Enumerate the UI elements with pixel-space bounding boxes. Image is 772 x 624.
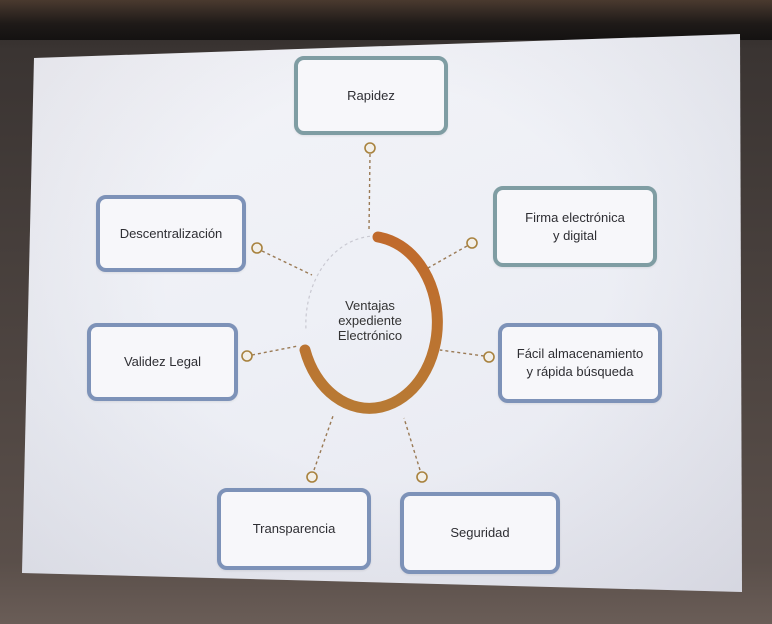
connector-firma [427, 245, 468, 269]
node-descentralizacion: Descentralización [96, 195, 246, 272]
connector-seguridad [403, 417, 421, 471]
node-validez: Validez Legal [87, 323, 238, 401]
center-ring [299, 231, 443, 414]
endpoint-rapidez [364, 142, 376, 154]
connector-validez [251, 345, 299, 356]
connector-rapidez [368, 153, 371, 231]
node-validez-label: Validez Legal [123, 354, 202, 369]
connector-almacenamiento [439, 349, 485, 357]
node-rapidez: Rapidez [294, 56, 448, 135]
node-almacenamiento: Fácil almacenamiento y rápida búsqueda [498, 323, 662, 403]
center-title: Ventajas expediente Electrónico [320, 298, 420, 343]
node-firma-label-line2: y digital [552, 227, 598, 243]
projector-top-bezel [0, 0, 772, 40]
node-almacenamiento-label-line1: Fácil almacenamiento [516, 346, 644, 361]
ring-dashed-arc [305, 235, 377, 331]
connector-transparencia [313, 415, 334, 471]
node-transparencia: Transparencia [217, 488, 371, 570]
endpoint-descentralizacion [251, 242, 263, 254]
endpoint-transparencia [306, 471, 318, 483]
node-firma: Firma electrónica y digital [493, 186, 657, 267]
center-title-line2: expediente [338, 313, 402, 328]
node-rapidez-label: Rapidez [347, 87, 395, 103]
node-transparencia-label: Transparencia [252, 521, 336, 536]
center-title-line3: Electrónico [337, 328, 403, 343]
node-firma-label-line1: Firma electrónica [525, 209, 625, 225]
endpoint-seguridad [416, 471, 428, 483]
node-seguridad: Seguridad [400, 492, 560, 574]
node-descentralizacion-label: Descentralización [119, 225, 223, 241]
node-almacenamiento-label-line2: y rápida búsqueda [526, 364, 634, 379]
node-seguridad-label: Seguridad [450, 525, 510, 540]
connector-descentralizacion [261, 250, 313, 276]
endpoint-almacenamiento [483, 351, 495, 363]
endpoint-firma [466, 237, 478, 249]
endpoint-validez [241, 350, 253, 362]
center-title-line1: Ventajas [345, 298, 395, 313]
